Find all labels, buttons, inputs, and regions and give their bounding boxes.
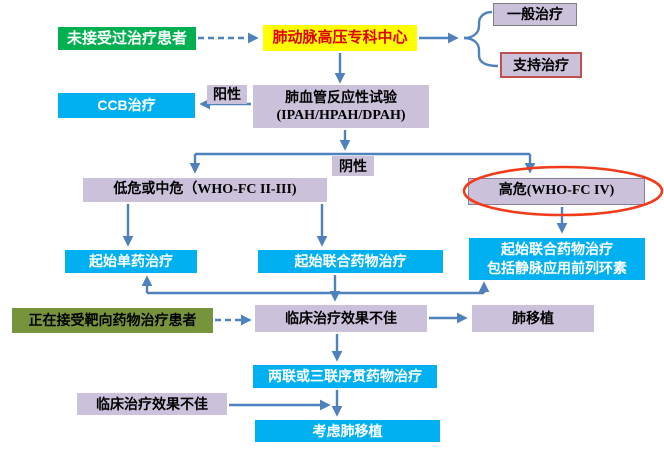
node-initial-combination: 起始联合药物治疗	[258, 250, 443, 273]
vasoreactivity-line2: (IPAH/HPAH/DPAH)	[276, 107, 406, 123]
label-positive: 阳性	[207, 85, 247, 104]
node-general-treatment: 一般治疗	[493, 3, 577, 26]
branch-curve-to-general	[463, 10, 493, 40]
branch-curve-to-supportive	[463, 36, 499, 68]
node-poor-response-1: 临床治疗效果不佳	[255, 305, 427, 332]
node-targeted-therapy-patients: 正在接受靶向药物治疗患者	[12, 308, 213, 333]
node-poor-response-2: 临床治疗效果不佳	[77, 393, 227, 415]
node-vasoreactivity-test: 肺血管反应性试验 (IPAH/HPAH/DPAH)	[253, 85, 429, 128]
node-initial-combination-iv: 起始联合药物治疗 包括静脉应用前列环素	[469, 238, 645, 280]
node-initial-monotherapy: 起始单药治疗	[65, 250, 197, 273]
node-ph-specialist-center: 肺动脉高压专科中心	[263, 25, 417, 51]
node-supportive-treatment: 支持治疗	[500, 52, 582, 78]
node-high-risk: 高危(WHO-FC IV)	[468, 178, 645, 205]
label-negative: 阴性	[332, 156, 374, 176]
vasoreactivity-line1: 肺血管反应性试验	[285, 88, 397, 105]
node-untreated-patients: 未接受过治疗患者	[58, 27, 196, 50]
combination-iv-line1: 起始联合药物治疗	[501, 241, 613, 258]
node-lung-transplant: 肺移植	[472, 305, 594, 332]
combination-iv-line2: 包括静脉应用前列环素	[487, 260, 627, 276]
node-ccb-treatment: CCB治疗	[58, 93, 195, 118]
node-low-mid-risk: 低危或中危（WHO-FC II-III)	[83, 178, 327, 202]
node-consider-transplant: 考虑肺移植	[255, 420, 440, 442]
node-sequential-therapy: 两联或三联序贯药物治疗	[253, 365, 437, 388]
